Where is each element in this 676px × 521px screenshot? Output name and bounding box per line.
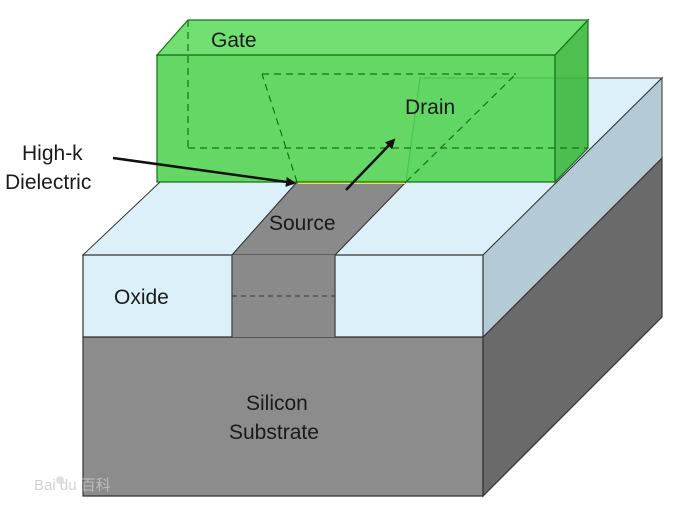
source-label: Source [269,212,336,235]
fin-hidden-edge-right [405,73,517,183]
high-k-label-line2: Dielectric [5,171,91,194]
paw-icon [56,476,64,484]
source-to-drain-arrow [345,138,396,191]
oxide-label: Oxide [114,286,169,309]
high-k-pointer-arrow [112,156,296,187]
silicon-substrate [82,156,663,498]
substrate-label-line2: Substrate [229,421,319,444]
watermark-text: Bai du 百科 [34,477,111,494]
drain-label: Drain [405,96,455,119]
substrate-front-face [82,336,484,497]
gate-label: Gate [211,29,257,52]
baidu-watermark: Bai du 百科 [34,476,111,494]
fin-front-face [232,255,335,337]
high-k-label-line1: High-k [22,142,83,165]
substrate-label-line1: Silicon [246,392,308,415]
gate-block [155,18,590,184]
fin-hidden-edge-left [261,73,298,183]
oxide-front-right [334,254,484,338]
